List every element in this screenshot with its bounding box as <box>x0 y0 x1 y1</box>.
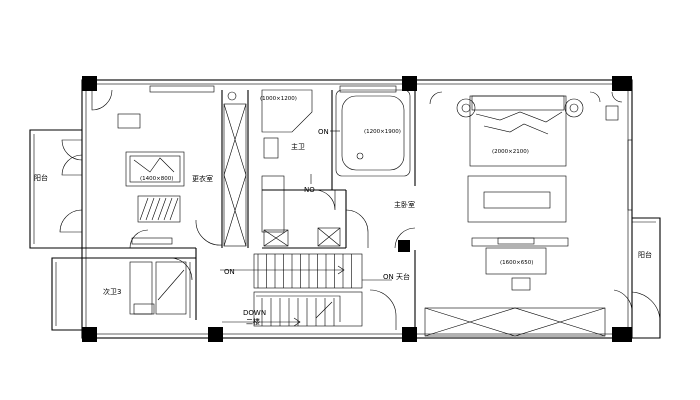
dim-dresser-table: (1400×800) <box>140 176 173 182</box>
label-dressing-room: 更衣室 <box>192 174 213 183</box>
label-bath3: 次卫3 <box>103 287 121 296</box>
note-floor2: 二楼 <box>246 317 260 326</box>
dressing-room-wardrobe <box>223 91 247 247</box>
master-bedroom-furniture <box>456 95 619 291</box>
dimension-labels: (1400×800) (1000×1200) (1200×1900) (2000… <box>140 96 533 266</box>
staircase <box>220 253 392 327</box>
dim-bathtub: (1200×1900) <box>364 129 401 135</box>
dim-vanity: (1000×1200) <box>260 96 297 102</box>
outer-walls <box>29 79 661 339</box>
master-bath-fixtures <box>261 89 411 247</box>
note-down-stair: DOWN <box>243 309 266 317</box>
stair-treads <box>257 254 352 326</box>
label-master-bath: 主卫 <box>291 142 305 151</box>
bath3-fixtures <box>129 237 187 315</box>
doors <box>59 89 633 330</box>
label-master-bedroom: 主卧室 <box>394 200 415 209</box>
structural-columns <box>82 76 632 342</box>
dim-tv-bench: (1600×650) <box>500 260 533 266</box>
note-on-bath: ON <box>318 128 329 136</box>
annotations: ON NO ON ON 天台 DOWN 二楼 <box>224 128 410 326</box>
note-no-bath: NO <box>304 186 315 194</box>
interior-walls <box>82 90 416 330</box>
note-on-terrace: ON 天台 <box>383 272 410 281</box>
dim-bed: (2000×2100) <box>492 149 529 155</box>
dresser-furniture <box>117 113 185 223</box>
note-on-stair: ON <box>224 268 235 276</box>
windows <box>149 85 633 337</box>
label-balcony-right: 阳台 <box>638 250 652 259</box>
label-balcony-left: 阳台 <box>34 173 48 182</box>
room-labels: 阳台 更衣室 主卫 主卧室 次卫3 阳台 <box>34 142 652 296</box>
